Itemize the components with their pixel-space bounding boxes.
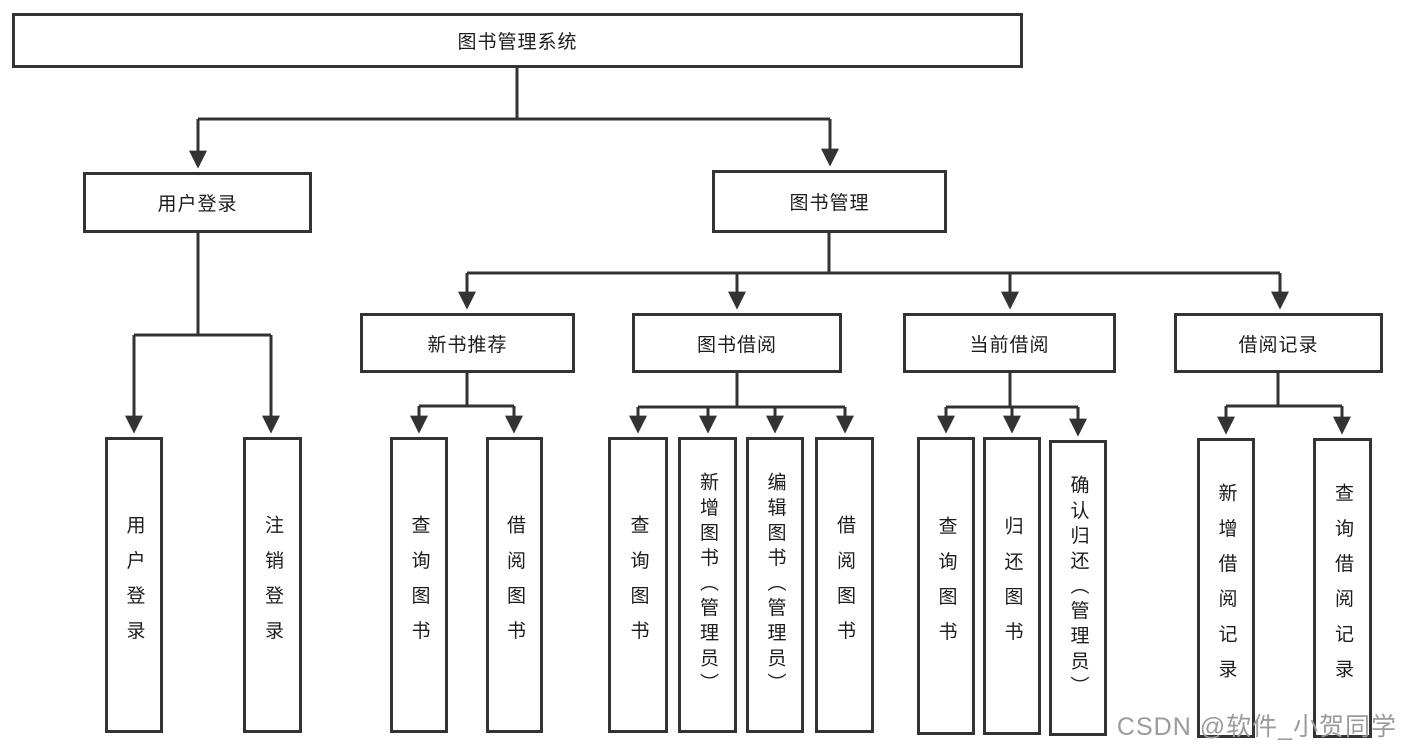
leaf-logout: 注销登录 [243, 437, 302, 733]
leaf-label: 新增图书（管理员） [697, 472, 718, 698]
leaf-confirm-return-admin: 确认归还（管理员） [1049, 440, 1107, 736]
leaf-return-book: 归还图书 [983, 437, 1041, 735]
csdn-watermark: CSDN @软件_小贺同学 [1116, 713, 1397, 741]
leaf-label: 查询图书 [408, 514, 430, 656]
node-borrow-record: 借阅记录 [1174, 313, 1383, 373]
connector-book-borrow-to-leaves [629, 373, 854, 434]
leaf-label: 用户登录 [123, 514, 145, 656]
leaf-query-book-2: 查询图书 [608, 437, 668, 733]
leaf-query-book-3: 查询图书 [917, 437, 975, 735]
leaf-borrow-book-1: 借阅图书 [486, 437, 543, 733]
node-book-borrow: 图书借阅 [632, 313, 842, 373]
connector-user-login-to-leaves [125, 233, 280, 434]
leaf-edit-book-admin: 编辑图书（管理员） [746, 437, 804, 733]
leaf-label: 查询图书 [627, 514, 649, 656]
connector-root-to-level2 [189, 68, 839, 169]
leaf-label: 借阅图书 [504, 514, 525, 656]
leaf-label: 确认归还（管理员） [1067, 475, 1089, 701]
connector-book-mgmt-to-level3 [458, 233, 1289, 310]
leaf-borrow-book-2: 借阅图书 [815, 437, 874, 733]
leaf-add-borrow-record: 新增借阅记录 [1197, 438, 1255, 738]
leaf-label: 查询借阅记录 [1332, 482, 1353, 694]
leaf-add-book-admin: 新增图书（管理员） [678, 437, 737, 733]
node-library-management-system: 图书管理系统 [12, 13, 1023, 68]
leaf-query-book-1: 查询图书 [390, 437, 448, 733]
node-book-management: 图书管理 [712, 170, 947, 233]
leaf-label: 编辑图书（管理员） [764, 472, 786, 698]
leaf-label: 查询图书 [935, 515, 957, 657]
node-new-book-recommend: 新书推荐 [360, 313, 575, 373]
leaf-label: 归还图书 [1001, 515, 1023, 657]
node-user-login: 用户登录 [83, 172, 312, 233]
connector-current-borrow-to-leaves [937, 373, 1087, 437]
leaf-query-borrow-record: 查询借阅记录 [1313, 438, 1372, 738]
leaf-label: 注销登录 [262, 514, 283, 656]
node-current-borrow: 当前借阅 [903, 313, 1116, 373]
leaf-label: 新增借阅记录 [1215, 482, 1237, 694]
connector-borrow-record-to-leaves [1217, 373, 1351, 435]
leaf-label: 借阅图书 [834, 514, 855, 656]
connector-new-book-to-leaves [410, 373, 523, 434]
leaf-user-login: 用户登录 [105, 437, 163, 733]
